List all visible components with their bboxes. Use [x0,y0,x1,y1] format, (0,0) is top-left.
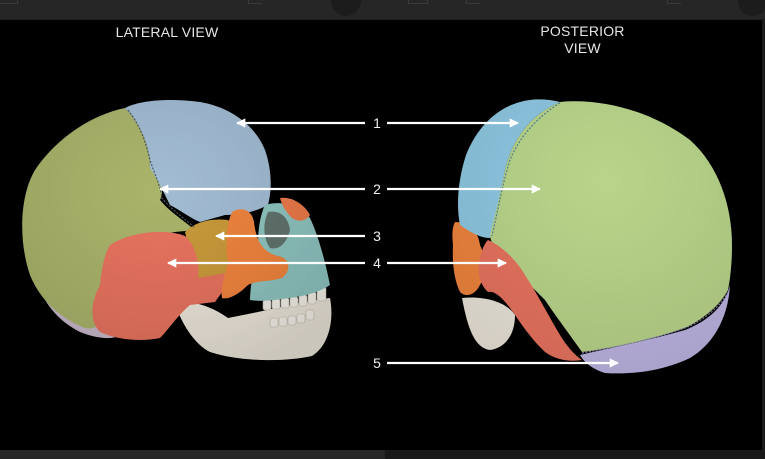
label-number-3: 3 [373,228,381,244]
horizontal-scrollbar[interactable] [0,450,765,459]
toolbar-round-button[interactable] [331,0,361,16]
toolbar-round-button[interactable] [738,0,765,16]
posterior-skull [440,95,740,380]
lateral-skull [15,95,335,365]
label-number-2: 2 [373,181,381,197]
posterior-title-line2: VIEW [564,40,601,56]
scrollbar-thumb[interactable] [0,450,385,459]
posterior-shading [440,95,740,380]
top-toolbar [0,0,765,20]
posterior-title-line1: POSTERIOR [540,23,625,39]
label-number-5: 5 [373,355,381,371]
label-number-4: 4 [373,255,381,271]
toolbar-fragment [408,0,428,4]
toolbar-fragment [0,0,18,4]
coronal-suture-posterior [491,102,561,237]
leader-arrows [159,118,619,368]
toolbar-fragment [248,0,262,4]
lateral-view-title: LATERAL VIEW [92,24,242,41]
label-number-1: 1 [373,115,381,131]
toolbar-fragment [667,0,681,4]
lateral-title-text: LATERAL VIEW [115,24,219,40]
toolbar-fragment [466,0,480,4]
lateral-shading [15,95,335,365]
lambdoid-suture [581,287,731,354]
posterior-view-title: POSTERIOR VIEW [510,23,655,57]
right-edge [762,20,765,450]
